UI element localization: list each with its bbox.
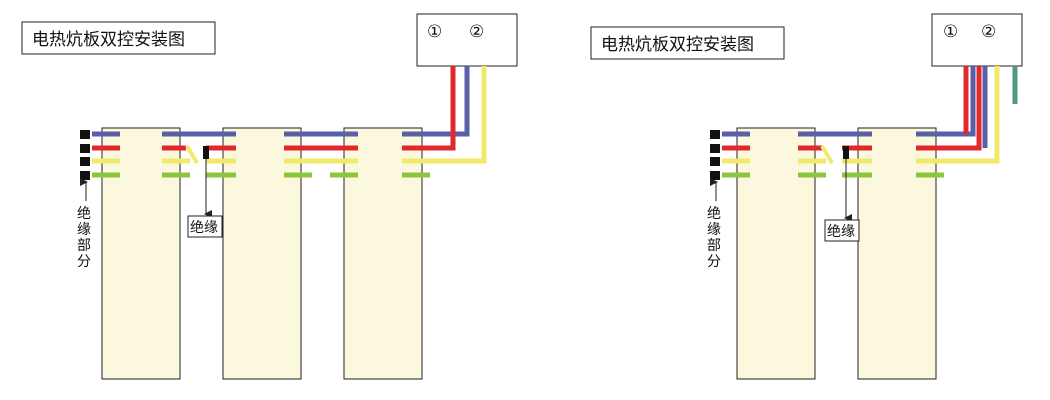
insulation-cap-middle <box>203 146 209 159</box>
title-box <box>21 21 216 55</box>
terminal-2-label: ② <box>981 22 996 42</box>
insulation-label: 绝缘 <box>827 224 855 240</box>
insulation-part-char-2: 缘 <box>707 222 721 238</box>
terminal-2-label: ② <box>469 22 484 42</box>
wire-stubs <box>722 131 944 178</box>
insulation-part-char-3: 部 <box>707 238 721 254</box>
insulation-label-box <box>824 219 860 242</box>
diagram-title: 电热炕板双控安装图 <box>601 35 754 55</box>
title-box <box>590 26 785 60</box>
heating-panel-2 <box>222 127 302 380</box>
insulation-caps <box>80 130 90 180</box>
heating-panel-1 <box>101 127 181 380</box>
wire-stubs <box>92 131 430 178</box>
controller-box <box>416 13 518 67</box>
insulation-label: 绝缘 <box>190 220 218 236</box>
terminal-1-label: ① <box>427 22 442 42</box>
insulation-part-char-1: 绝 <box>707 206 721 222</box>
insulation-part-char-2: 缘 <box>77 222 91 238</box>
insulation-part-char-4: 分 <box>707 254 721 270</box>
controller-box <box>931 13 1023 67</box>
insulation-caps <box>710 130 720 180</box>
insulation-label-box <box>187 215 223 238</box>
insulation-part-char-1: 绝 <box>77 206 91 222</box>
insulation-part-char-3: 部 <box>77 238 91 254</box>
heating-panel-2 <box>857 127 937 380</box>
heating-panel-1 <box>736 127 816 380</box>
feeder-wires <box>402 66 487 164</box>
insulation-jumper <box>820 144 834 165</box>
diagram-title: 电热炕板双控安装图 <box>32 30 185 50</box>
insulation-cap-middle <box>843 146 849 159</box>
insulation-part-char-4: 分 <box>77 254 91 270</box>
diagram-left: 电热炕板双控安装图 ① ② <box>21 13 518 380</box>
feeder-wires <box>916 66 1018 164</box>
diagram-right: 电热炕板双控安装图 ① ② <box>590 13 1023 380</box>
terminal-1-label: ① <box>943 22 958 42</box>
heating-panel-3 <box>343 127 423 380</box>
insulation-jumper <box>185 144 199 165</box>
